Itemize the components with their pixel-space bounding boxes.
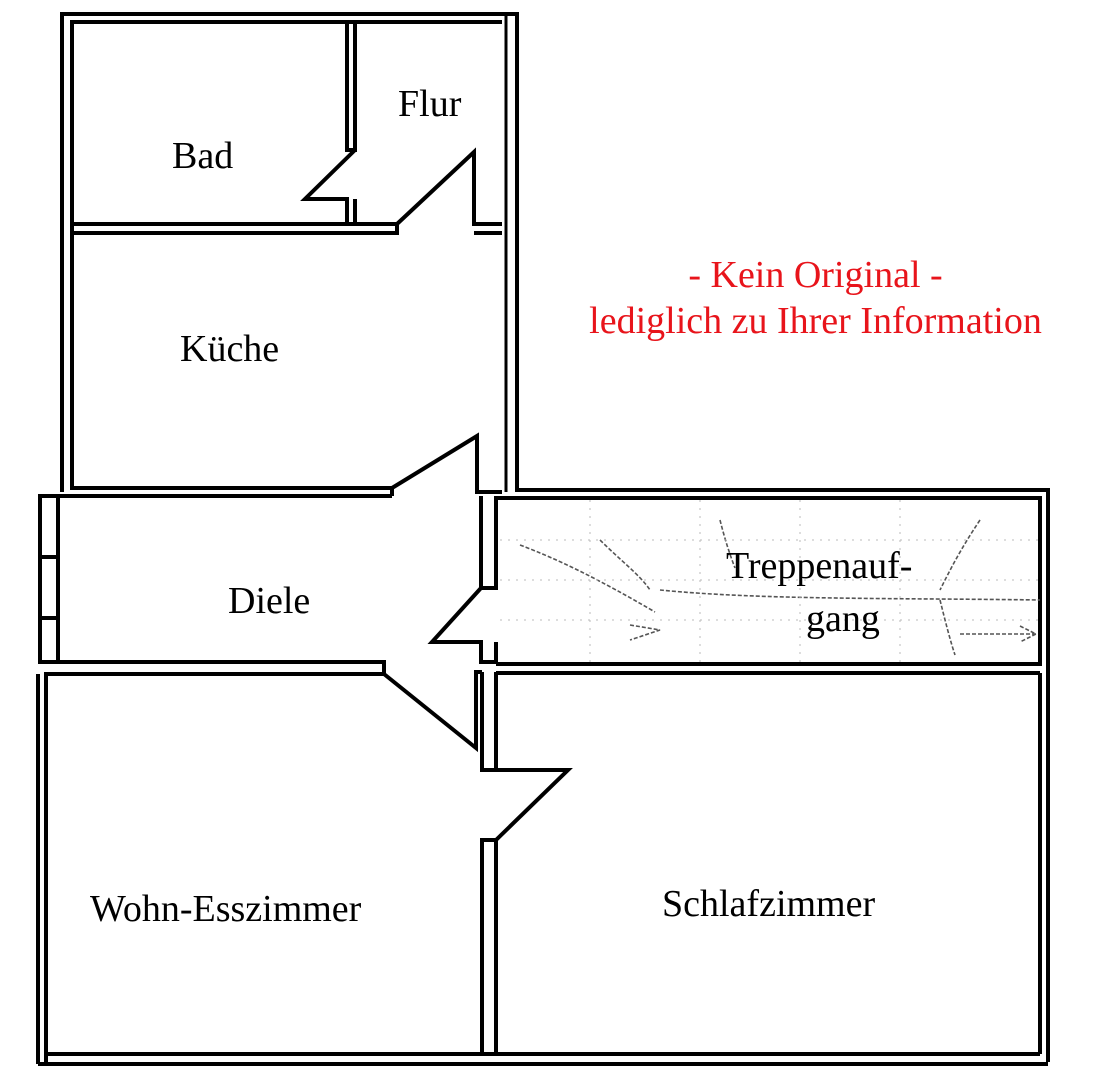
- room-label-flur: Flur: [398, 83, 462, 125]
- wall-diele-left: [38, 494, 60, 664]
- wall-kueche-diele: [40, 432, 502, 498]
- disclaimer-notice: - Kein Original - lediglich zu Ihrer Inf…: [548, 253, 1083, 344]
- room-label-wohn-esszimmer: Wohn-Esszimmer: [90, 888, 362, 930]
- room-label-bad: Bad: [172, 135, 234, 177]
- outer-wall-bottom: [36, 673, 1048, 1066]
- wall-diele-wohn: [40, 660, 482, 1062]
- room-label-treppenaufgang-line2: gang: [806, 598, 880, 640]
- outer-wall-upper-wing: [60, 12, 519, 492]
- treppenaufgang-walls: [496, 488, 1050, 1062]
- wall-bad-kueche: [72, 147, 502, 235]
- disclaimer-line-1: - Kein Original -: [688, 254, 943, 296]
- room-label-kueche: Küche: [180, 328, 280, 370]
- wall-bad-flur: [300, 22, 357, 226]
- wall-diele-right: [427, 496, 498, 664]
- disclaimer-line-2: lediglich zu Ihrer Information: [589, 299, 1042, 342]
- room-label-schlafzimmer: Schlafzimmer: [662, 883, 876, 925]
- room-label-treppenaufgang-line1: Treppenauf-: [726, 545, 913, 587]
- room-label-diele: Diele: [228, 580, 311, 622]
- wall-wohn-schlaf: [480, 672, 573, 1052]
- stair-sketch: [500, 500, 1041, 662]
